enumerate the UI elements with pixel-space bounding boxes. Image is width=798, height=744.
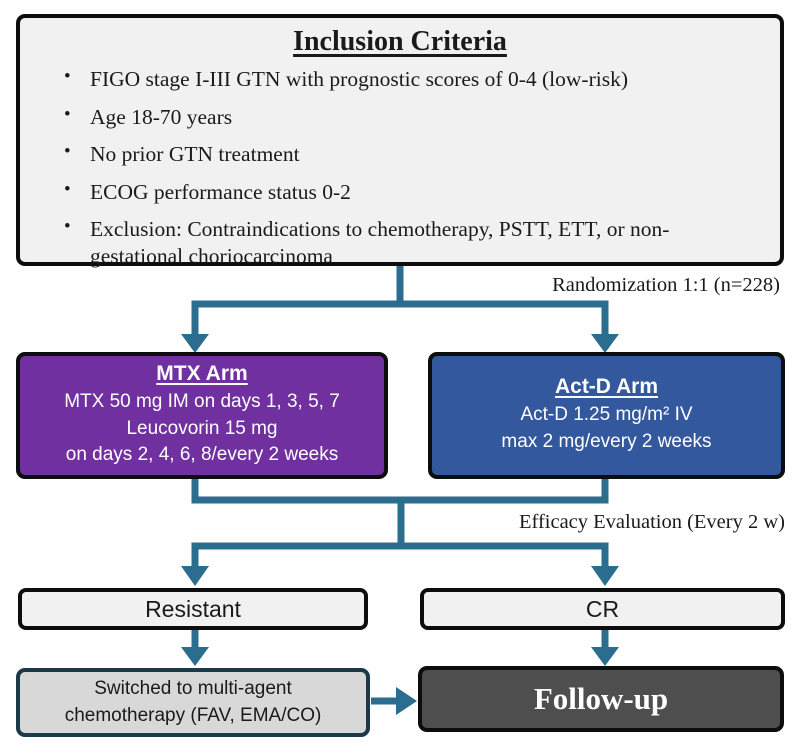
- actd-dose-line: Act-D 1.25 mg/m² IV: [520, 404, 693, 426]
- resistant-to-switched-arrowhead-icon: [181, 647, 209, 666]
- inclusion-bullet-treatment: No prior GTN treatment: [64, 140, 740, 168]
- mtx-arm-title: MTX Arm: [156, 362, 247, 386]
- resistant-arrowhead-icon: [181, 566, 209, 586]
- mtx-schedule-line: on days 2, 4, 6, 8/every 2 weeks: [65, 444, 339, 466]
- mtx-branch-arrowhead-icon: [181, 334, 209, 353]
- cr-box: CR: [420, 588, 785, 630]
- inclusion-bullet-exclusion: Exclusion: Contraindications to chemothe…: [64, 215, 740, 270]
- cr-to-followup-arrowhead-icon: [591, 647, 619, 666]
- mtx-arm-box: MTX Arm MTX 50 mg IM on days 1, 3, 5, 7 …: [16, 352, 388, 479]
- switched-to-followup-arrowhead-icon: [396, 687, 417, 715]
- actd-schedule-line: max 2 mg/every 2 weeks: [501, 431, 712, 452]
- resistant-box: Resistant: [18, 588, 368, 630]
- inclusion-bullet-figo: FIGO stage I-III GTN with prognostic sco…: [64, 65, 740, 93]
- resistant-label: Resistant: [145, 595, 241, 622]
- actd-branch-arrowhead-icon: [591, 334, 619, 353]
- switched-line1: Switched to multi-agent: [94, 677, 292, 699]
- actd-arm-box: Act-D Arm Act-D 1.25 mg/m² IV max 2 mg/e…: [428, 352, 785, 479]
- followup-box: Follow-up: [418, 666, 784, 732]
- randomization-label: Randomization 1:1 (n=228): [552, 274, 780, 296]
- inclusion-criteria-title-text: Inclusion Criteria: [293, 26, 507, 57]
- cr-arrowhead-icon: [591, 566, 619, 586]
- switched-line2: chemotherapy (FAV, EMA/CO): [64, 704, 322, 726]
- inclusion-criteria-title: Inclusion Criteria: [46, 26, 754, 58]
- cr-label: CR: [585, 595, 620, 622]
- inclusion-bullet-age: Age 18-70 years: [64, 103, 740, 131]
- inclusion-criteria-box: Inclusion Criteria FIGO stage I-III GTN …: [16, 14, 784, 268]
- inclusion-bullet-list: FIGO stage I-III GTN with prognostic sco…: [46, 65, 754, 270]
- efficacy-evaluation-label: Efficacy Evaluation (Every 2 w): [518, 511, 785, 533]
- actd-arm-title: Act-D Arm: [555, 375, 658, 399]
- mtx-arm-title-text: MTX Arm: [156, 361, 248, 385]
- mtx-leucovorin-line: Leucovorin 15 mg: [126, 417, 278, 439]
- actd-arm-title-text: Act-D Arm: [554, 375, 659, 399]
- switched-chemotherapy-box: Switched to multi-agent chemotherapy (FA…: [16, 668, 370, 737]
- mtx-dose-line: MTX 50 mg IM on days 1, 3, 5, 7: [64, 390, 340, 412]
- followup-label: Follow-up: [533, 681, 669, 716]
- inclusion-bullet-ecog: ECOG performance status 0-2: [64, 178, 740, 206]
